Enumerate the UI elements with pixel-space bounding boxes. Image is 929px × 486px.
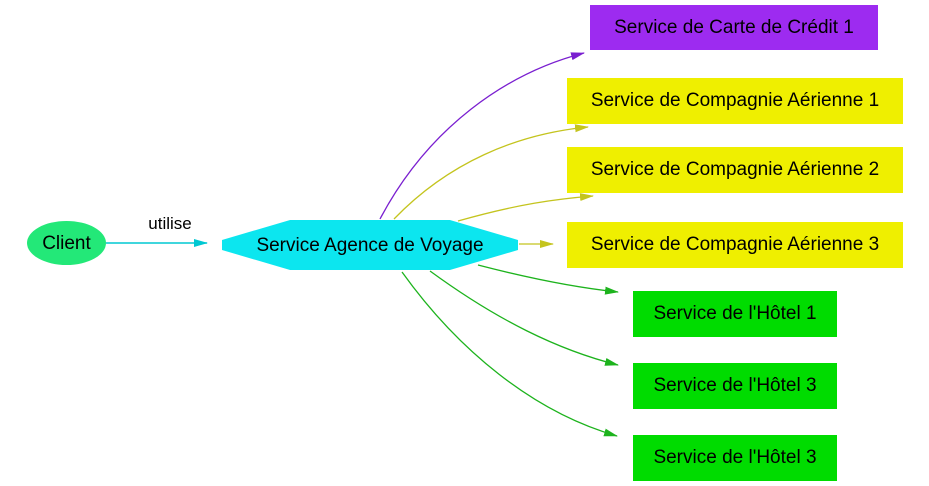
edge-hub-hotel-2 bbox=[429, 270, 619, 366]
node-hotel-service-1-label: Service de l'Hôtel 1 bbox=[653, 303, 817, 324]
node-travel-agency-label: Service Agence de Voyage bbox=[256, 234, 484, 256]
edge-hub-hotel-3 bbox=[401, 271, 618, 437]
node-travel-agency-hub: Service Agence de Voyage bbox=[222, 220, 518, 270]
edge-hub-credit-card-1 bbox=[379, 52, 585, 220]
node-hotel-service-2-label: Service de l'Hôtel 3 bbox=[653, 375, 817, 396]
node-airline-service-3: Service de Compagnie Aérienne 3 bbox=[567, 222, 903, 268]
edge-hub-hotel-1 bbox=[477, 264, 619, 295]
node-airline-service-1-label: Service de Compagnie Aérienne 1 bbox=[590, 90, 880, 111]
node-airline-service-1: Service de Compagnie Aérienne 1 bbox=[567, 78, 903, 124]
edge-hub-airline-2 bbox=[457, 193, 594, 222]
node-hotel-service-2: Service de l'Hôtel 3 bbox=[633, 363, 837, 409]
node-airline-service-3-label: Service de Compagnie Aérienne 3 bbox=[590, 234, 880, 255]
node-hotel-service-3: Service de l'Hôtel 3 bbox=[633, 435, 837, 481]
node-hotel-service-1: Service de l'Hôtel 1 bbox=[633, 291, 837, 337]
edge-label-utilise: utilise bbox=[148, 214, 192, 233]
edge-hub-airline-1 bbox=[393, 124, 589, 220]
node-airline-service-2: Service de Compagnie Aérienne 2 bbox=[567, 147, 903, 193]
node-airline-service-2-label: Service de Compagnie Aérienne 2 bbox=[590, 159, 880, 180]
node-hotel-service-3-label: Service de l'Hôtel 3 bbox=[653, 447, 817, 468]
node-credit-card-service-1-label: Service de Carte de Crédit 1 bbox=[614, 16, 854, 38]
node-client-label: Client bbox=[42, 232, 91, 254]
node-credit-card-service-1: Service de Carte de Crédit 1 bbox=[590, 5, 878, 50]
node-client: Client bbox=[27, 221, 106, 265]
